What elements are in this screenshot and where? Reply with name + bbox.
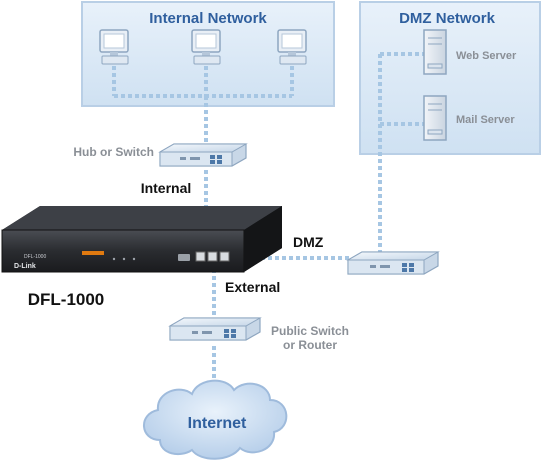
- workstation-icon: [277, 29, 307, 65]
- internal-lan-links: [112, 66, 294, 146]
- hub-switch-icon: [158, 143, 248, 167]
- firewall-model-tag: DFL-1000: [24, 254, 46, 260]
- public-switch-icon: [168, 317, 262, 341]
- dmz-lan-links: [378, 52, 424, 254]
- dmz-port-label: DMZ: [293, 234, 324, 250]
- internet-cloud-icon: [143, 379, 288, 460]
- dmz-network-title: DMZ Network: [399, 10, 495, 27]
- firewall-name-label: DFL-1000: [28, 290, 105, 309]
- workstation-icon: [99, 29, 129, 65]
- public-switch-label-line1: Public Switch: [271, 324, 349, 338]
- workstation-icon: [191, 29, 221, 65]
- internet-label: Internet: [188, 415, 247, 432]
- hub-switch-label: Hub or Switch: [73, 145, 154, 159]
- dmz-switch-icon: [346, 251, 440, 275]
- web-server-label: Web Server: [456, 50, 517, 62]
- mail-server-icon: [423, 95, 447, 141]
- external-port-label: External: [225, 279, 280, 295]
- firewall-appliance: [1, 206, 282, 273]
- status-indicator-strip: [82, 251, 104, 255]
- web-server-icon: [423, 29, 447, 75]
- internal-port-label: Internal: [141, 180, 192, 196]
- public-switch-label-line2: or Router: [283, 338, 337, 352]
- internal-network-title: Internal Network: [149, 10, 267, 27]
- mail-server-label: Mail Server: [456, 114, 515, 126]
- firewall-brand-logo: D-Link: [14, 263, 36, 270]
- dmz-network-zone: [359, 1, 541, 155]
